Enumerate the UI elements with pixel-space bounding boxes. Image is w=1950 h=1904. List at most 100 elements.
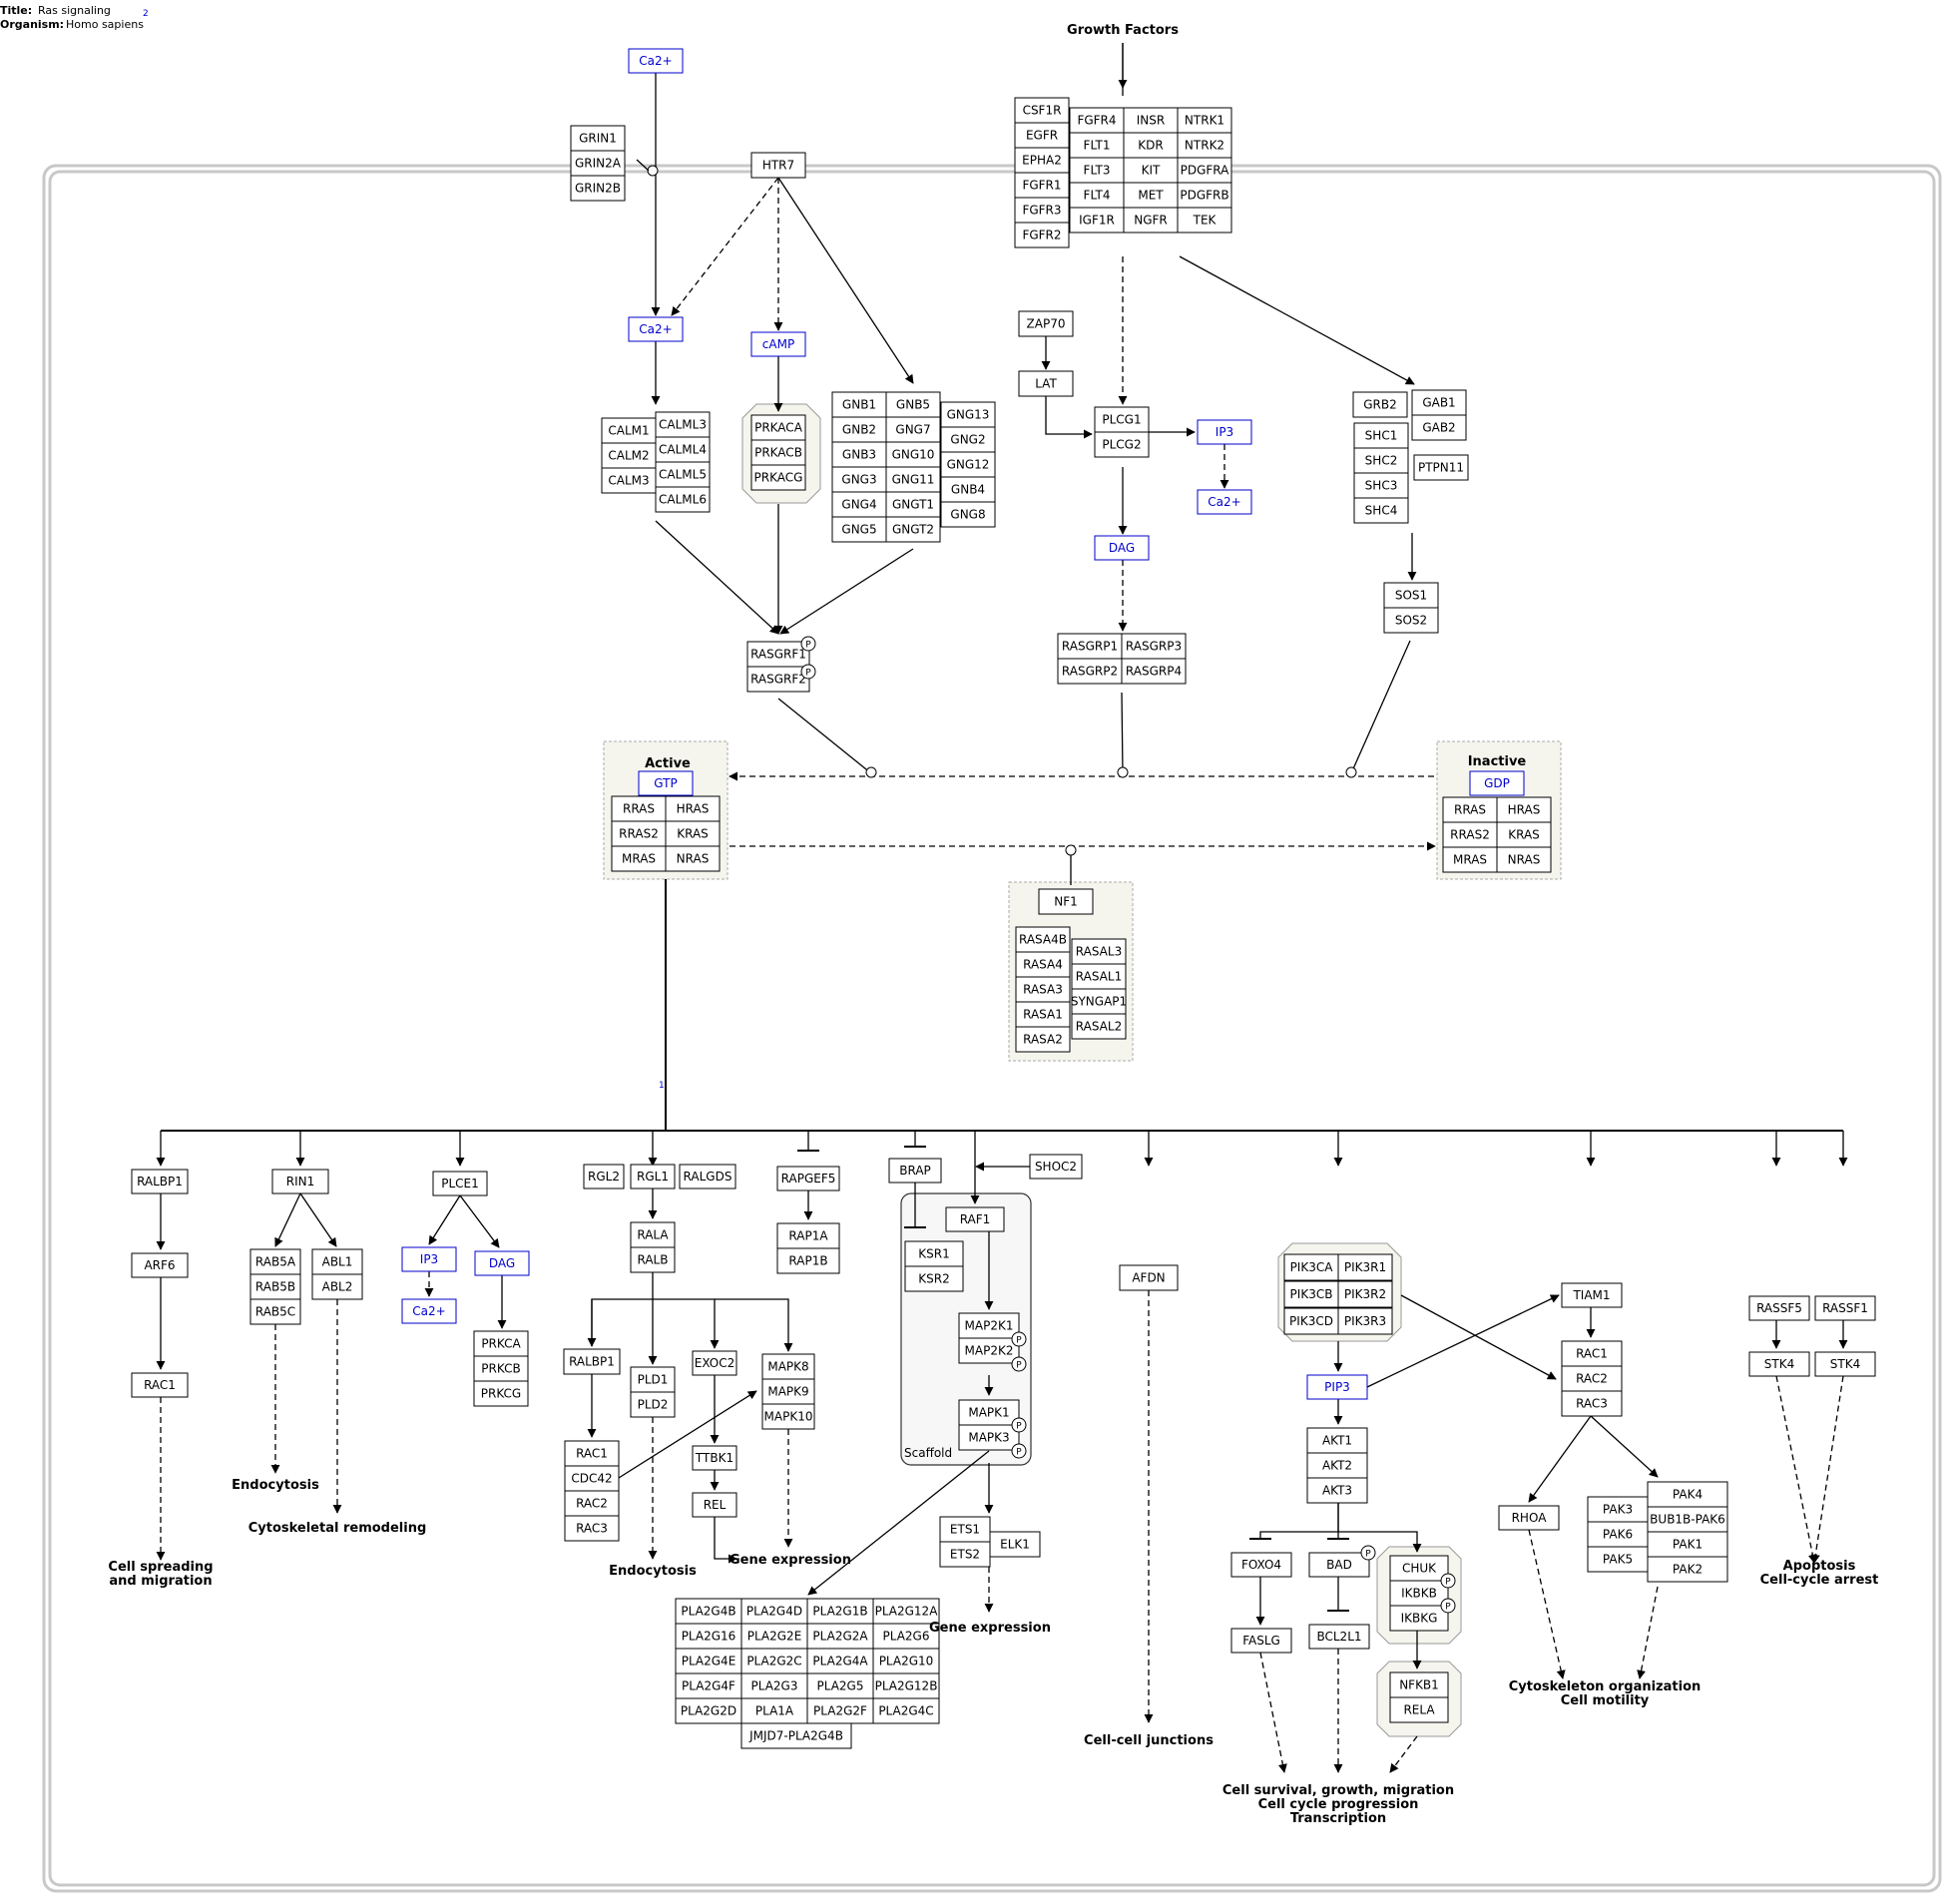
gene-gnb1[interactable]: GNB1 (831, 391, 887, 418)
gene-rasgrp3[interactable]: RASGRP3 (1121, 633, 1187, 660)
gene-rasgrp4[interactable]: RASGRP4 (1121, 658, 1187, 685)
gene-rac3c[interactable]: RAC3 (1561, 1390, 1623, 1417)
gene-htr7[interactable]: HTR7 (750, 152, 806, 179)
gene-gngt1[interactable]: GNGT1 (885, 491, 941, 518)
gene-fgfr2[interactable]: FGFR2 (1014, 222, 1070, 248)
gene-pld1[interactable]: PLD1 (630, 1366, 676, 1393)
gene-pak3[interactable]: PAK3 (1587, 1496, 1649, 1523)
gene-pla2g4b[interactable]: PLA2G4B (675, 1598, 742, 1625)
gene-calml6[interactable]: CALML6 (655, 486, 711, 513)
gene-ksr2[interactable]: KSR2 (904, 1265, 964, 1292)
gene-gng12[interactable]: GNG12 (940, 451, 996, 478)
gene-pla2g12b[interactable]: PLA2G12B (872, 1672, 940, 1699)
gene-rac3[interactable]: RAC3 (564, 1515, 620, 1542)
gene-pla2g3[interactable]: PLA2G3 (740, 1672, 808, 1699)
gene-gng7[interactable]: GNG7 (885, 416, 941, 443)
metabolite-gtp[interactable]: GTP (638, 770, 694, 796)
gene-shc4[interactable]: SHC4 (1353, 497, 1409, 524)
gene-prkacg[interactable]: PRKACG (750, 464, 806, 491)
gene-pik3r1[interactable]: PIK3R1 (1337, 1253, 1393, 1281)
gene-gng11[interactable]: GNG11 (885, 466, 941, 493)
gene-igf1r[interactable]: IGF1R (1069, 207, 1125, 234)
gene-rab5a[interactable]: RAB5A (249, 1248, 301, 1275)
gene-rras[interactable]: RRAS (611, 795, 667, 822)
gene-rap1a[interactable]: RAP1A (776, 1222, 840, 1249)
gene-zap70[interactable]: ZAP70 (1018, 310, 1074, 337)
gene-arf6[interactable]: ARF6 (131, 1252, 189, 1278)
gene-gng8[interactable]: GNG8 (940, 501, 996, 528)
gene-kdr[interactable]: KDR (1123, 132, 1179, 159)
gene-pak5[interactable]: PAK5 (1587, 1546, 1649, 1573)
gene-rela[interactable]: RELA (1389, 1696, 1449, 1723)
gene-pak4[interactable]: PAK4 (1647, 1481, 1728, 1508)
gene-pak2[interactable]: PAK2 (1647, 1556, 1728, 1583)
gene-gnb5[interactable]: GNB5 (885, 391, 941, 418)
metabolite-ca_top[interactable]: Ca2+ (628, 48, 684, 74)
gene-pla2g2c[interactable]: PLA2G2C (740, 1648, 808, 1674)
metabolite-ip3_top[interactable]: IP3 (1197, 419, 1252, 445)
gene-grb2[interactable]: GRB2 (1352, 391, 1408, 418)
gene-grin2b[interactable]: GRIN2B (570, 175, 626, 202)
gene-kras[interactable]: KRAS (1496, 821, 1552, 848)
gene-rasgrp2[interactable]: RASGRP2 (1057, 658, 1123, 685)
gene-pla2g4c[interactable]: PLA2G4C (872, 1697, 940, 1724)
metabolite-dag_top[interactable]: DAG (1094, 535, 1150, 561)
gene-exoc2[interactable]: EXOC2 (692, 1350, 737, 1376)
gene-flt3[interactable]: FLT3 (1069, 157, 1125, 184)
gene-prkcb[interactable]: PRKCB (473, 1355, 529, 1382)
metabolite-ca_mid[interactable]: Ca2+ (628, 316, 684, 342)
gene-calml5[interactable]: CALML5 (655, 461, 711, 488)
gene-gab2[interactable]: GAB2 (1411, 414, 1467, 441)
gene-ralgds[interactable]: RALGDS (679, 1164, 736, 1190)
gene-gng10[interactable]: GNG10 (885, 441, 941, 468)
gene-rala[interactable]: RALA (630, 1221, 676, 1248)
gene-pla2g4a[interactable]: PLA2G4A (806, 1648, 874, 1674)
gene-met[interactable]: MET (1123, 182, 1179, 209)
gene-ntrk1[interactable]: NTRK1 (1177, 107, 1232, 134)
gene-mapk8[interactable]: MAPK8 (761, 1353, 815, 1380)
gene-rgl1[interactable]: RGL1 (630, 1164, 676, 1190)
gene-map2k2[interactable]: MAP2K2 (958, 1337, 1020, 1364)
gene-tek[interactable]: TEK (1177, 207, 1232, 234)
gene-nras[interactable]: NRAS (1496, 846, 1552, 873)
gene-pla2g12a[interactable]: PLA2G12A (872, 1598, 940, 1625)
gene-prkacb[interactable]: PRKACB (750, 439, 806, 466)
gene-hras[interactable]: HRAS (1496, 796, 1552, 823)
gene-ets2[interactable]: ETS2 (939, 1541, 991, 1568)
gene-mapk3[interactable]: MAPK3 (958, 1424, 1020, 1451)
gene-calm1[interactable]: CALM1 (601, 417, 657, 444)
gene-akt2[interactable]: AKT2 (1306, 1452, 1368, 1479)
gene-lat[interactable]: LAT (1018, 370, 1074, 397)
gene-rras2[interactable]: RRAS2 (611, 820, 667, 847)
gene-pik3r3[interactable]: PIK3R3 (1337, 1307, 1393, 1335)
gene-prkca[interactable]: PRKCA (473, 1330, 529, 1357)
gene-pla2g2a[interactable]: PLA2G2A (806, 1623, 874, 1650)
gene-syngap1[interactable]: SYNGAP1 (1071, 988, 1127, 1015)
gene-tiam1[interactable]: TIAM1 (1561, 1282, 1623, 1308)
gene-ikbkb[interactable]: IKBKB (1389, 1580, 1449, 1607)
gene-shc2[interactable]: SHC2 (1353, 447, 1409, 474)
gene-ralb[interactable]: RALB (630, 1246, 676, 1273)
gene-nfkb1[interactable]: NFKB1 (1389, 1671, 1449, 1698)
gene-gng3[interactable]: GNG3 (831, 466, 887, 493)
gene-rasal3[interactable]: RASAL3 (1071, 938, 1127, 965)
gene-gngt2[interactable]: GNGT2 (885, 516, 941, 543)
gene-stk4a[interactable]: STK4 (1748, 1351, 1810, 1377)
gene-rac1[interactable]: RAC1 (131, 1372, 189, 1398)
metabolite-ca_low[interactable]: Ca2+ (401, 1298, 457, 1324)
gene-gnb3[interactable]: GNB3 (831, 441, 887, 468)
metabolite-pip3[interactable]: PIP3 (1306, 1374, 1368, 1400)
gene-pdgfrb[interactable]: PDGFRB (1177, 182, 1232, 209)
gene-rgl2[interactable]: RGL2 (583, 1164, 625, 1190)
metabolite-camp[interactable]: cAMP (750, 331, 806, 357)
gene-gng2[interactable]: GNG2 (940, 426, 996, 453)
gene-rassf1[interactable]: RASSF1 (1814, 1295, 1876, 1321)
gene-pla2g4f[interactable]: PLA2G4F (675, 1672, 742, 1699)
gene-ngfr[interactable]: NGFR (1123, 207, 1179, 234)
gene-ntrk2[interactable]: NTRK2 (1177, 132, 1232, 159)
gene-rel[interactable]: REL (692, 1492, 737, 1518)
gene-rasa4b[interactable]: RASA4B (1015, 926, 1071, 953)
gene-shc3[interactable]: SHC3 (1353, 472, 1409, 499)
gene-pld2[interactable]: PLD2 (630, 1391, 676, 1418)
gene-gng4[interactable]: GNG4 (831, 491, 887, 518)
